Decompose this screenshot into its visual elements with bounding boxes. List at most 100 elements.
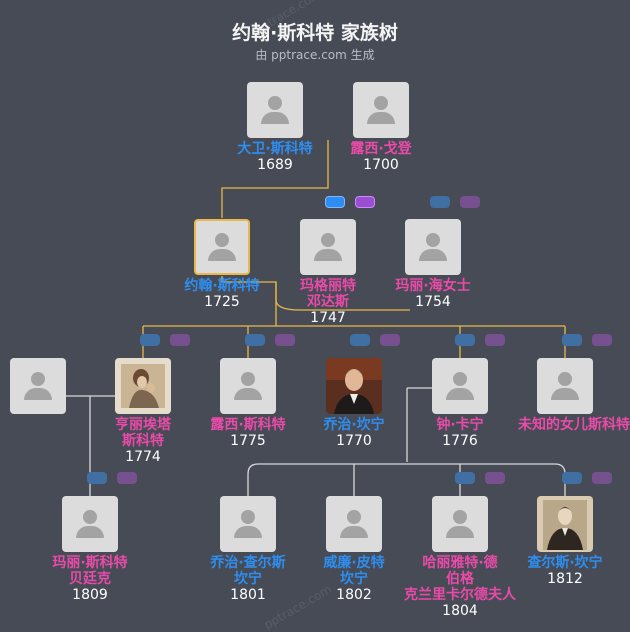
page-subtitle: 由 pptrace.com 生成 <box>255 48 375 62</box>
person-silhouette-icon <box>321 233 335 247</box>
person-silhouette-icon <box>241 510 255 524</box>
person-silhouette-icon <box>453 510 467 524</box>
avatar[interactable] <box>220 358 276 414</box>
portrait-photo[interactable] <box>326 358 382 414</box>
avatar[interactable] <box>353 82 409 138</box>
person-birth-year: 1774 <box>125 449 161 465</box>
person-john-scott[interactable]: 约翰·斯科特 1725 <box>157 219 287 310</box>
toggle-blue-button[interactable] <box>245 334 265 346</box>
person-birth-year: 1725 <box>204 294 240 310</box>
avatar[interactable] <box>300 219 356 275</box>
toggle-blue-button[interactable] <box>455 334 475 346</box>
person-lucy-gordon[interactable]: 露西·戈登 1700 <box>316 82 446 173</box>
person-silhouette-icon <box>558 372 572 386</box>
avatar[interactable] <box>220 496 276 552</box>
avatar[interactable] <box>405 219 461 275</box>
person-name: 玛丽·斯科特 贝廷克 <box>52 555 128 587</box>
avatar[interactable] <box>247 82 303 138</box>
person-birth-year: 1747 <box>310 310 346 326</box>
person-silhouette-icon <box>347 510 361 524</box>
toggle-purple-button[interactable] <box>592 334 612 346</box>
avatar[interactable] <box>537 358 593 414</box>
person-birth-year: 1775 <box>230 433 266 449</box>
person-name: 未知的女儿斯科特 <box>518 417 630 433</box>
avatar[interactable] <box>62 496 118 552</box>
avatar[interactable] <box>326 496 382 552</box>
person-silhouette-icon <box>268 96 282 110</box>
person-birth-year: 1689 <box>257 157 293 173</box>
line-to-hailey <box>275 282 410 311</box>
toggle-purple-button[interactable] <box>170 334 190 346</box>
person-name: 哈丽雅特·德 伯格 克兰里卡尔德夫人 <box>404 555 516 603</box>
person-silhouette-icon <box>31 372 45 386</box>
person-birth-year: 1776 <box>442 433 478 449</box>
toggle-purple-button[interactable] <box>485 472 505 484</box>
line-grandchildren-bus <box>247 463 566 496</box>
person-birth-year: 1754 <box>415 294 451 310</box>
toggle-blue-button[interactable] <box>562 472 582 484</box>
line-grandparents-to-john <box>221 140 329 218</box>
person-henrietta-scott[interactable]: 亨丽埃塔 斯科特 1774 <box>78 358 208 465</box>
person-charles-canning[interactable]: 查尔斯·坎宁 1812 <box>500 496 630 587</box>
toggle-purple-button[interactable] <box>275 334 295 346</box>
toggle-blue-button[interactable] <box>455 472 475 484</box>
person-margaret-dundas[interactable]: 玛格丽特 邓达斯 1747 <box>263 219 393 326</box>
person-name: 亨丽埃塔 斯科特 <box>115 417 171 449</box>
person-name: 大卫·斯科特 <box>237 141 313 157</box>
toggle-blue-button[interactable] <box>87 472 107 484</box>
toggle-blue-button[interactable] <box>350 334 370 346</box>
person-silhouette-icon <box>426 233 440 247</box>
person-george-canning[interactable]: 乔治·坎宁 1770 <box>289 358 419 449</box>
person-name: 威廉·皮特 坎宁 <box>323 555 385 587</box>
person-silhouette-icon <box>215 233 229 247</box>
avatar[interactable] <box>194 219 250 275</box>
portrait-photo[interactable] <box>115 358 171 414</box>
person-joan-canning[interactable]: 钟·卡宁 1776 <box>395 358 525 449</box>
person-name: 乔治·坎宁 <box>323 417 385 433</box>
toggle-purple-button[interactable] <box>117 472 137 484</box>
person-name: 玛格丽特 邓达斯 <box>300 278 356 310</box>
person-name: 钟·卡宁 <box>436 417 484 433</box>
avatar[interactable] <box>432 358 488 414</box>
person-mary-hailey[interactable]: 玛丽·海女士 1754 <box>368 219 498 310</box>
page-title: 约翰·斯科特 家族树 <box>232 22 398 44</box>
toggle-blue-button[interactable] <box>325 196 345 208</box>
person-birth-year: 1812 <box>547 571 583 587</box>
avatar[interactable] <box>10 358 66 414</box>
person-silhouette-icon <box>374 96 388 110</box>
toggle-purple-button[interactable] <box>380 334 400 346</box>
toggle-purple-button[interactable] <box>355 196 375 208</box>
person-name: 玛丽·海女士 <box>395 278 471 294</box>
person-david-scott[interactable]: 大卫·斯科特 1689 <box>210 82 340 173</box>
person-name: 乔治·查尔斯 坎宁 <box>210 555 286 587</box>
toggle-purple-button[interactable] <box>592 472 612 484</box>
person-unknown[interactable] <box>0 358 103 414</box>
person-unknown-daughter[interactable]: 未知的女儿斯科特 <box>500 358 630 433</box>
person-lucy-scott[interactable]: 露西·斯科特 1775 <box>183 358 313 449</box>
person-silhouette-icon <box>453 372 467 386</box>
toggle-purple-button[interactable] <box>485 334 505 346</box>
person-william-pitt-canning[interactable]: 威廉·皮特 坎宁 1802 <box>289 496 419 603</box>
person-birth-year: 1770 <box>336 433 372 449</box>
person-name: 约翰·斯科特 <box>184 278 260 294</box>
portrait-photo[interactable] <box>537 496 593 552</box>
toggle-blue-button[interactable] <box>562 334 582 346</box>
person-birth-year: 1802 <box>336 587 372 603</box>
line-john-marriage <box>221 276 277 326</box>
person-name: 露西·戈登 <box>350 141 412 157</box>
person-birth-year: 1804 <box>442 603 478 619</box>
person-george-charles-canning[interactable]: 乔治·查尔斯 坎宁 1801 <box>183 496 313 603</box>
toggle-blue-button[interactable] <box>430 196 450 208</box>
person-birth-year: 1801 <box>230 587 266 603</box>
person-name: 查尔斯·坎宁 <box>527 555 603 571</box>
person-birth-year: 1700 <box>363 157 399 173</box>
person-birth-year: 1809 <box>72 587 108 603</box>
toggle-purple-button[interactable] <box>460 196 480 208</box>
person-harriet[interactable]: 哈丽雅特·德 伯格 克兰里卡尔德夫人 1804 <box>395 496 525 619</box>
person-silhouette-icon <box>241 372 255 386</box>
avatar[interactable] <box>432 496 488 552</box>
person-mary-bentinck[interactable]: 玛丽·斯科特 贝廷克 1809 <box>25 496 155 603</box>
line-canning-to-children <box>406 387 432 462</box>
toggle-blue-button[interactable] <box>140 334 160 346</box>
